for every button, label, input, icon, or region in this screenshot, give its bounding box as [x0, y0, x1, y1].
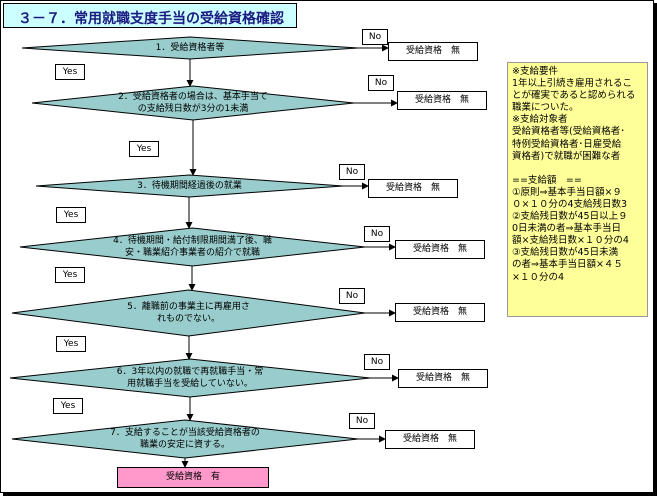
step-6-text: 6．3年以内の就職で再就職手当・常 — [116, 367, 264, 377]
note-line: ０×１０分の4支給残日数3 — [512, 198, 628, 210]
result-no-1: 受給資格 無 — [388, 42, 478, 61]
result-no-3: 受給資格 無 — [368, 179, 458, 198]
note-line: とが確実であると認められる — [512, 90, 636, 102]
note-line: ※支給対象者 — [512, 114, 568, 126]
yes-label-1: Yes — [55, 64, 85, 80]
step-7-text: 7．支給することが当該受給資格者の — [110, 428, 260, 438]
result-no-2: 受給資格 無 — [397, 91, 487, 110]
step-3-text: 3．待機期間経過後の就業 — [137, 181, 242, 191]
note-line: 受給資格者等(受給資格者･ — [512, 126, 625, 138]
note-line: ②支給残日数が45日以上９ — [512, 211, 628, 223]
yes-label-5: Yes — [56, 336, 86, 352]
step-7-text: 職業の安定に資する。 — [139, 440, 230, 450]
no-label-1: No — [362, 29, 388, 45]
title-box: ３－７．常用就職支度手当の受給資格確認 — [3, 3, 297, 28]
frame-shadow-bottom — [3, 493, 657, 496]
result-yes: 受給資格 有 — [117, 467, 269, 488]
note-line: 額×支給残日数×１０分の4 — [512, 235, 629, 247]
no-label-4: No — [364, 226, 390, 242]
step-5-text: 5．離職前の事業主に再雇用さ — [127, 302, 250, 312]
yes-label-2: Yes — [129, 141, 159, 157]
note-line: ③支給残日数が45日未満 — [512, 247, 619, 259]
no-label-3: No — [339, 164, 365, 180]
yes-label-3: Yes — [56, 207, 86, 223]
step-4-text: 安・職業紹介事業者の紹介で就職 — [124, 248, 260, 258]
note-line: の者⇒基本手当日額×４５ — [512, 259, 623, 271]
result-no-5: 受給資格 無 — [395, 303, 485, 322]
step-5-text: れものでない。 — [156, 314, 220, 324]
note-line: ※支給要件 — [512, 66, 558, 77]
note-line: ==支給額 == — [512, 174, 582, 186]
note-line: 特例受給資格者･日雇受給 — [512, 138, 622, 150]
step-2-text: の支給残日数が3分の1未満 — [137, 104, 249, 114]
note-line: 資格者)で就職が困難な者 — [512, 150, 621, 162]
note-line: 職業についた。 — [512, 102, 579, 114]
step-1-text: 1．受給資格者等 — [155, 43, 225, 53]
result-no-6: 受給資格 無 — [398, 369, 488, 388]
note-line: 1年以上引続き雇用されるこ — [512, 78, 633, 90]
yes-label-4: Yes — [55, 267, 85, 283]
note-line: ×１０分の4 — [512, 271, 565, 283]
note-line — [512, 163, 643, 175]
yes-label-6: Yes — [53, 398, 83, 414]
note-line: ①原則⇒基本手当日額×９ — [512, 186, 622, 198]
no-label-6: No — [364, 354, 390, 370]
no-label-2: No — [368, 75, 394, 91]
step-6-text: 用就職手当を受給していない。 — [127, 379, 253, 389]
step-4-text: 4．待機期間・給付制限期間満了後、職 — [113, 236, 272, 246]
no-label-5: No — [339, 288, 365, 304]
step-2-text: 2．受給資格者の場合は、基本手当て — [118, 92, 268, 102]
note-line: 0日未満の者⇒基本手当日 — [512, 223, 622, 235]
page-title: ３－７．常用就職支度手当の受給資格確認 — [18, 11, 284, 27]
frame-shadow-right — [654, 3, 657, 496]
result-no-4: 受給資格 無 — [395, 240, 485, 259]
result-no-7: 受給資格 無 — [385, 430, 475, 449]
no-label-7: No — [349, 413, 375, 429]
